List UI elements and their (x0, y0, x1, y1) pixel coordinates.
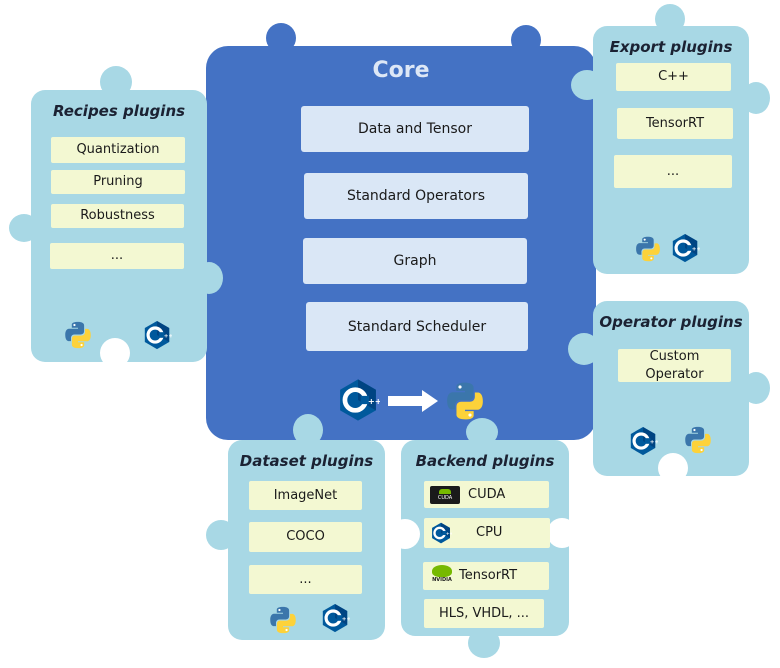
operator-item-line1: Custom (649, 348, 700, 364)
recipes-item-quantization: Quantization (51, 137, 185, 163)
python-icon (634, 235, 662, 263)
nvidia-logo-text: NVIDIA (432, 577, 452, 583)
export-item-more: ... (614, 155, 732, 188)
backend-item-tensorrt: NVIDIA TensorRT (423, 562, 549, 590)
nvidia-cuda-logo-text: CUDA (437, 494, 453, 501)
python-icon (268, 605, 298, 635)
cpp-icon (142, 320, 172, 350)
recipes-item-robustness: Robustness (51, 204, 184, 228)
dataset-item-imagenet: ImageNet (249, 481, 362, 510)
backend-title: Backend plugins (415, 452, 555, 470)
nvidia-icon: NVIDIA (429, 565, 455, 587)
recipes-title: Recipes plugins (52, 102, 186, 120)
cpp-icon (336, 378, 380, 422)
recipes-item-more: ... (50, 243, 184, 269)
operator-plugins-panel: Operator plugins (593, 301, 749, 476)
backend-item-cpu: CPU (424, 518, 550, 548)
dataset-item-more: ... (249, 565, 362, 594)
operator-item-line2: Operator (645, 366, 704, 382)
dataset-title: Dataset plugins (239, 452, 374, 470)
python-icon (683, 425, 713, 455)
core-item-standard-scheduler: Standard Scheduler (306, 302, 528, 351)
core-item-data-tensor: Data and Tensor (301, 106, 529, 152)
core-item-standard-operators: Standard Operators (304, 173, 528, 219)
backend-item-hls-vhdl: HLS, VHDL, ... (424, 599, 544, 628)
cpp-icon (628, 426, 658, 456)
python-icon (63, 320, 93, 350)
dataset-item-coco: COCO (249, 522, 362, 552)
backend-item-cpu-label: CPU (476, 525, 503, 540)
export-item-tensorrt: TensorRT (617, 108, 733, 139)
python-icon (444, 380, 486, 422)
nvidia-icon: CUDA (430, 485, 460, 504)
export-item-cpp: C++ (616, 63, 731, 91)
operator-item-custom-operator: Custom Operator (618, 349, 731, 382)
export-title: Export plugins (609, 38, 733, 56)
backend-item-cuda: CUDA CUDA (424, 481, 549, 508)
operator-title: Operator plugins (599, 313, 743, 331)
core-title: Core (372, 58, 430, 83)
cpp-icon (320, 603, 350, 633)
backend-item-tensorrt-label: TensorRT (459, 568, 518, 583)
backend-item-cuda-label: CUDA (468, 486, 506, 502)
cpp-icon (430, 522, 452, 544)
cpp-icon (670, 233, 700, 263)
recipes-item-pruning: Pruning (51, 170, 185, 194)
arrow-right-icon (388, 390, 438, 412)
core-item-graph: Graph (303, 238, 527, 284)
